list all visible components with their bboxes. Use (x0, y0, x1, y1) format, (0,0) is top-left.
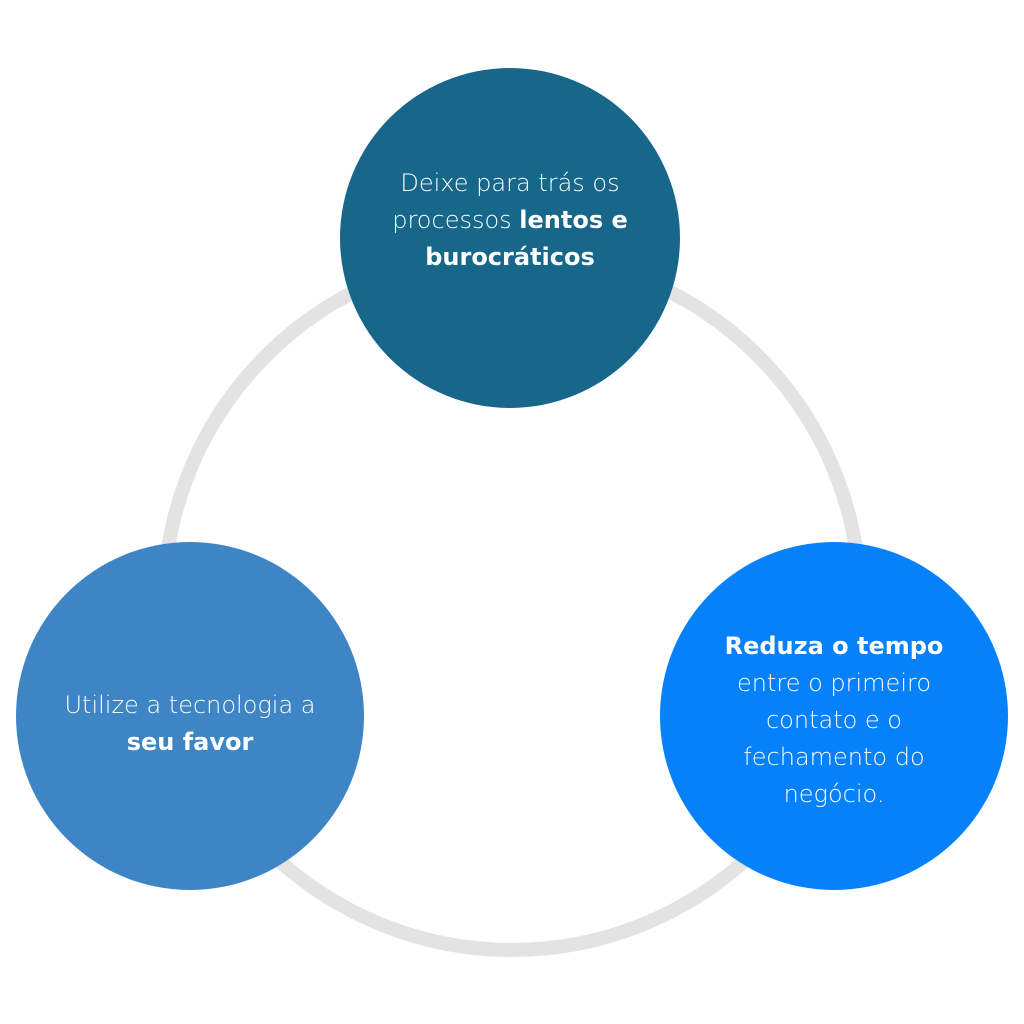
circle-tempo-line1-bold: Reduza o tempo (724, 631, 944, 660)
circle-tecnologia-line2-bold: seu favor (126, 728, 254, 756)
circle-tecnologia-line1: Utilize a tecnologia a (64, 691, 316, 719)
circle-tempo-line2: entre o primeiro (736, 668, 932, 697)
circle-processos-line3-bold: burocráticos (425, 242, 595, 271)
circle-processos-line2: processos (392, 205, 520, 234)
circle-tempo-text: Reduza o tempo entre o primeiro contato … (709, 628, 959, 813)
circle-tempo: Reduza o tempo entre o primeiro contato … (660, 542, 1008, 890)
circle-tecnologia-text: Utilize a tecnologia a seu favor (40, 687, 340, 761)
circle-tecnologia: Utilize a tecnologia a seu favor (16, 542, 364, 890)
circle-processos-line1: Deixe para trás os (400, 168, 620, 197)
circle-processos-text: Deixe para trás os processos lentos e bu… (375, 165, 645, 276)
circle-tempo-line3: contato e o (765, 705, 902, 734)
circle-processos-line2-bold: lentos e (519, 205, 628, 234)
circle-tempo-line5: negócio. (783, 779, 885, 808)
circle-tempo-line4: fechamento do (743, 742, 925, 771)
circle-processos: Deixe para trás os processos lentos e bu… (340, 68, 680, 408)
